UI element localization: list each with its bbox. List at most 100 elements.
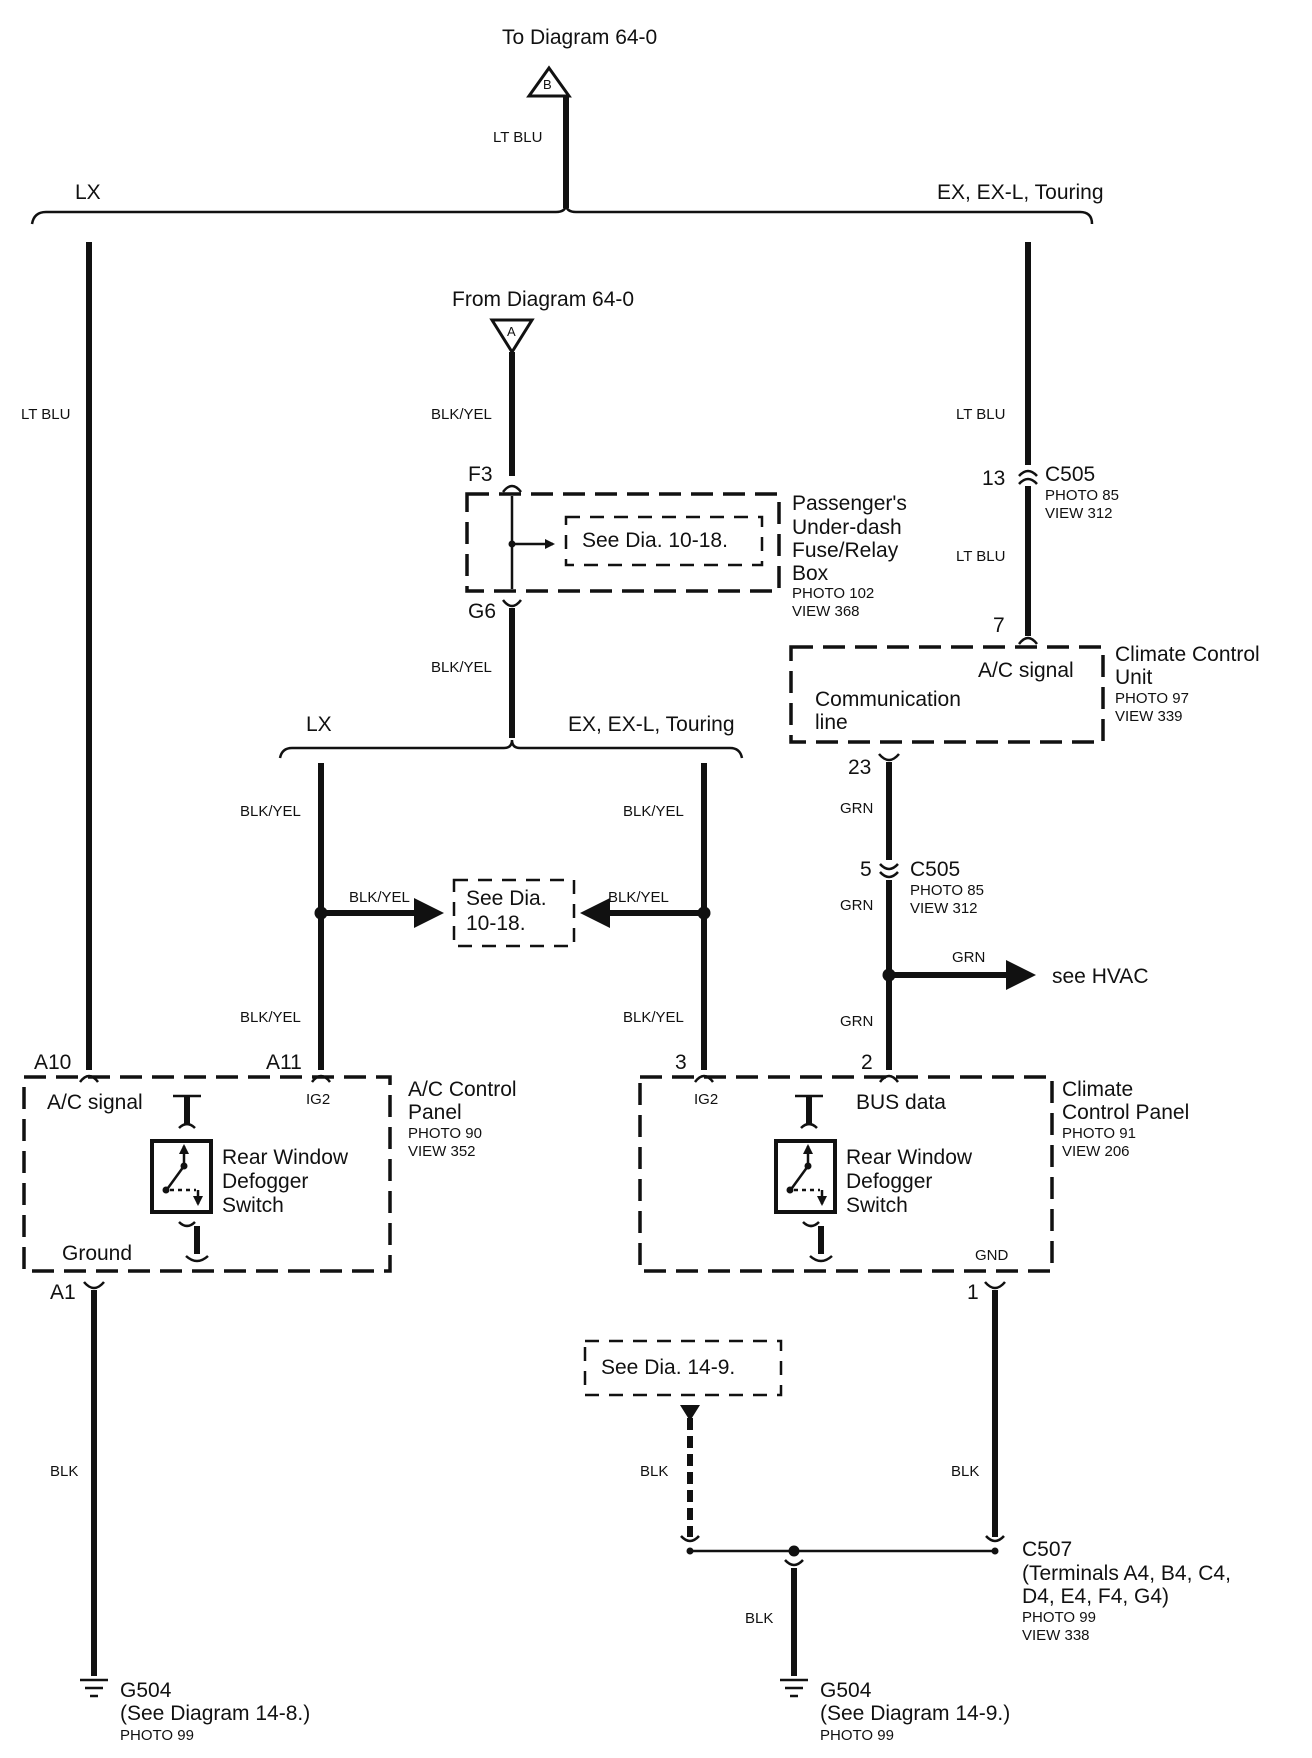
climate-control-panel: [638, 1075, 1054, 1273]
fuse-box-name-3: Fuse/Relay: [792, 539, 899, 562]
pin-3: 3: [675, 1051, 687, 1074]
wire-label-right-ltblu-top: LT BLU: [956, 406, 1005, 423]
climate-switch-label-3: Switch: [846, 1194, 908, 1217]
climate-unit-photo: PHOTO 97: [1115, 690, 1189, 707]
climate-unit-name-2: Unit: [1115, 666, 1153, 689]
g504-left: G504: [120, 1679, 172, 1702]
wire-label-mid-right-top: BLK/YEL: [623, 803, 684, 820]
fuse-see-ref: See Dia. 10-18.: [582, 529, 728, 552]
ac-panel-view: VIEW 352: [408, 1143, 476, 1160]
wire-label-right-ltblu-mid: LT BLU: [956, 548, 1005, 565]
wire-label-hvac-grn: GRN: [952, 949, 985, 966]
fuse-box-photo: PHOTO 102: [792, 585, 874, 602]
pin-a11: A11: [266, 1051, 302, 1074]
climate-unit-pin-23: 23: [848, 756, 871, 779]
c505-label-top: C505: [1045, 463, 1095, 486]
c507-photo: PHOTO 99: [1022, 1609, 1096, 1626]
g504-left-photo: PHOTO 99: [120, 1727, 194, 1744]
c505-label-bottom: C505: [910, 858, 960, 881]
ac-panel-ig2: IG2: [306, 1091, 330, 1108]
ac-switch-label-1: Rear Window: [222, 1146, 349, 1169]
wire-label-right-blk: BLK: [951, 1463, 979, 1480]
climate-panel-name-2: Control Panel: [1062, 1101, 1189, 1124]
pin-a1: A1: [50, 1281, 76, 1304]
fuse-box-view: VIEW 368: [792, 603, 860, 620]
branch-label-lx-top: LX: [75, 181, 101, 204]
wire-label-grn-1: GRN: [840, 800, 873, 817]
c505-photo-top: PHOTO 85: [1045, 487, 1119, 504]
climate-panel-name-1: Climate: [1062, 1078, 1133, 1101]
c505-view-bottom: VIEW 312: [910, 900, 978, 917]
wire-label-grn-2: GRN: [840, 897, 873, 914]
ac-control-panel: [22, 1075, 392, 1273]
wire-label-left-blk: BLK: [50, 1463, 78, 1480]
ground-symbol-right: [780, 1678, 808, 1698]
climate-panel-photo: PHOTO 91: [1062, 1125, 1136, 1142]
branch-label-ex-mid: EX, EX-L, Touring: [568, 713, 735, 736]
ac-switch-top-terminal: [173, 1094, 201, 1129]
climate-panel-ig2: IG2: [694, 1091, 718, 1108]
g504-left-ref: (See Diagram 14-8.): [120, 1702, 310, 1725]
wire-label-mid-left-bottom: BLK/YEL: [240, 1009, 301, 1026]
climate-unit-pin-7: 7: [993, 614, 1005, 637]
ac-switch-label-3: Switch: [222, 1194, 284, 1217]
climate-panel-gnd: GND: [975, 1247, 1009, 1264]
c507-view: VIEW 338: [1022, 1627, 1090, 1644]
ac-panel-name-1: A/C Control: [408, 1078, 517, 1101]
wire-label-fuse-in: BLK/YEL: [431, 406, 492, 423]
pin-g6: G6: [468, 600, 496, 623]
climate-panel-bus: BUS data: [856, 1091, 946, 1114]
fuse-box-name-2: Under-dash: [792, 516, 902, 539]
ac-defogger-switch-icon: [150, 1139, 213, 1214]
connector-b-label: B: [543, 77, 552, 92]
climate-switch-label-2: Defogger: [846, 1170, 932, 1193]
connector-a-label: A: [507, 324, 516, 339]
from-diagram-label: From Diagram 64-0: [452, 288, 634, 311]
branch-label-ex-top: EX, EX-L, Touring: [937, 181, 1104, 204]
c507-terminals-1: (Terminals A4, B4, C4,: [1022, 1562, 1231, 1585]
wire-label-mid-left-top: BLK/YEL: [240, 803, 301, 820]
c507-terminals-2: D4, E4, F4, G4): [1022, 1585, 1169, 1608]
connector-b-triangle: B: [526, 65, 572, 98]
mid-see-ref-2: 10-18.: [466, 912, 526, 935]
ac-panel-signal: A/C signal: [47, 1091, 143, 1114]
ac-switch-label-2: Defogger: [222, 1170, 308, 1193]
climate-switch-top-terminal: [795, 1094, 823, 1129]
c505-pin-13: 13: [982, 467, 1005, 490]
climate-control-unit: [789, 645, 1105, 744]
wire-label-bottom-blk: BLK: [745, 1610, 773, 1627]
c507-label: C507: [1022, 1538, 1072, 1561]
ac-switch-bottom-terminal: [178, 1221, 209, 1263]
to-diagram-label: To Diagram 64-0: [502, 26, 657, 49]
wire-label-mid-right-bottom: BLK/YEL: [623, 1009, 684, 1026]
pin-1: 1: [967, 1281, 979, 1304]
fuse-box-name-1: Passenger's: [792, 492, 907, 515]
wire-label-grn-3: GRN: [840, 1013, 873, 1030]
pin-f3: F3: [468, 463, 493, 486]
pin-a10: A10: [34, 1051, 71, 1074]
arrow-label-right: BLK/YEL: [608, 889, 669, 906]
climate-defogger-switch-icon: [774, 1139, 837, 1214]
wire-label-fuse-out: BLK/YEL: [431, 659, 492, 676]
climate-see-ref: See Dia. 14-9.: [601, 1356, 735, 1379]
climate-panel-view: VIEW 206: [1062, 1143, 1130, 1160]
ac-panel-photo: PHOTO 90: [408, 1125, 482, 1142]
climate-unit-name-1: Climate Control: [1115, 643, 1260, 666]
fuse-relay-box: [465, 492, 781, 593]
g504-right: G504: [820, 1679, 872, 1702]
branch-label-lx-mid: LX: [306, 713, 332, 736]
climate-unit-view: VIEW 339: [1115, 708, 1183, 725]
wire-label-center-blk: BLK: [640, 1463, 668, 1480]
ac-panel-ground: Ground: [62, 1242, 132, 1265]
climate-unit-ac-signal: A/C signal: [978, 659, 1074, 682]
wire-label-top-ltblu: LT BLU: [493, 129, 542, 146]
g504-right-ref: (See Diagram 14-9.): [820, 1702, 1010, 1725]
connector-a-triangle: A: [489, 318, 535, 355]
c505-photo-bottom: PHOTO 85: [910, 882, 984, 899]
climate-switch-bottom-terminal: [802, 1221, 833, 1263]
wire-label-left-ltblu: LT BLU: [21, 406, 70, 423]
see-hvac-label: see HVAC: [1052, 965, 1148, 988]
mid-see-ref-1: See Dia.: [466, 887, 547, 910]
ac-panel-name-2: Panel: [408, 1101, 462, 1124]
climate-switch-label-1: Rear Window: [846, 1146, 973, 1169]
